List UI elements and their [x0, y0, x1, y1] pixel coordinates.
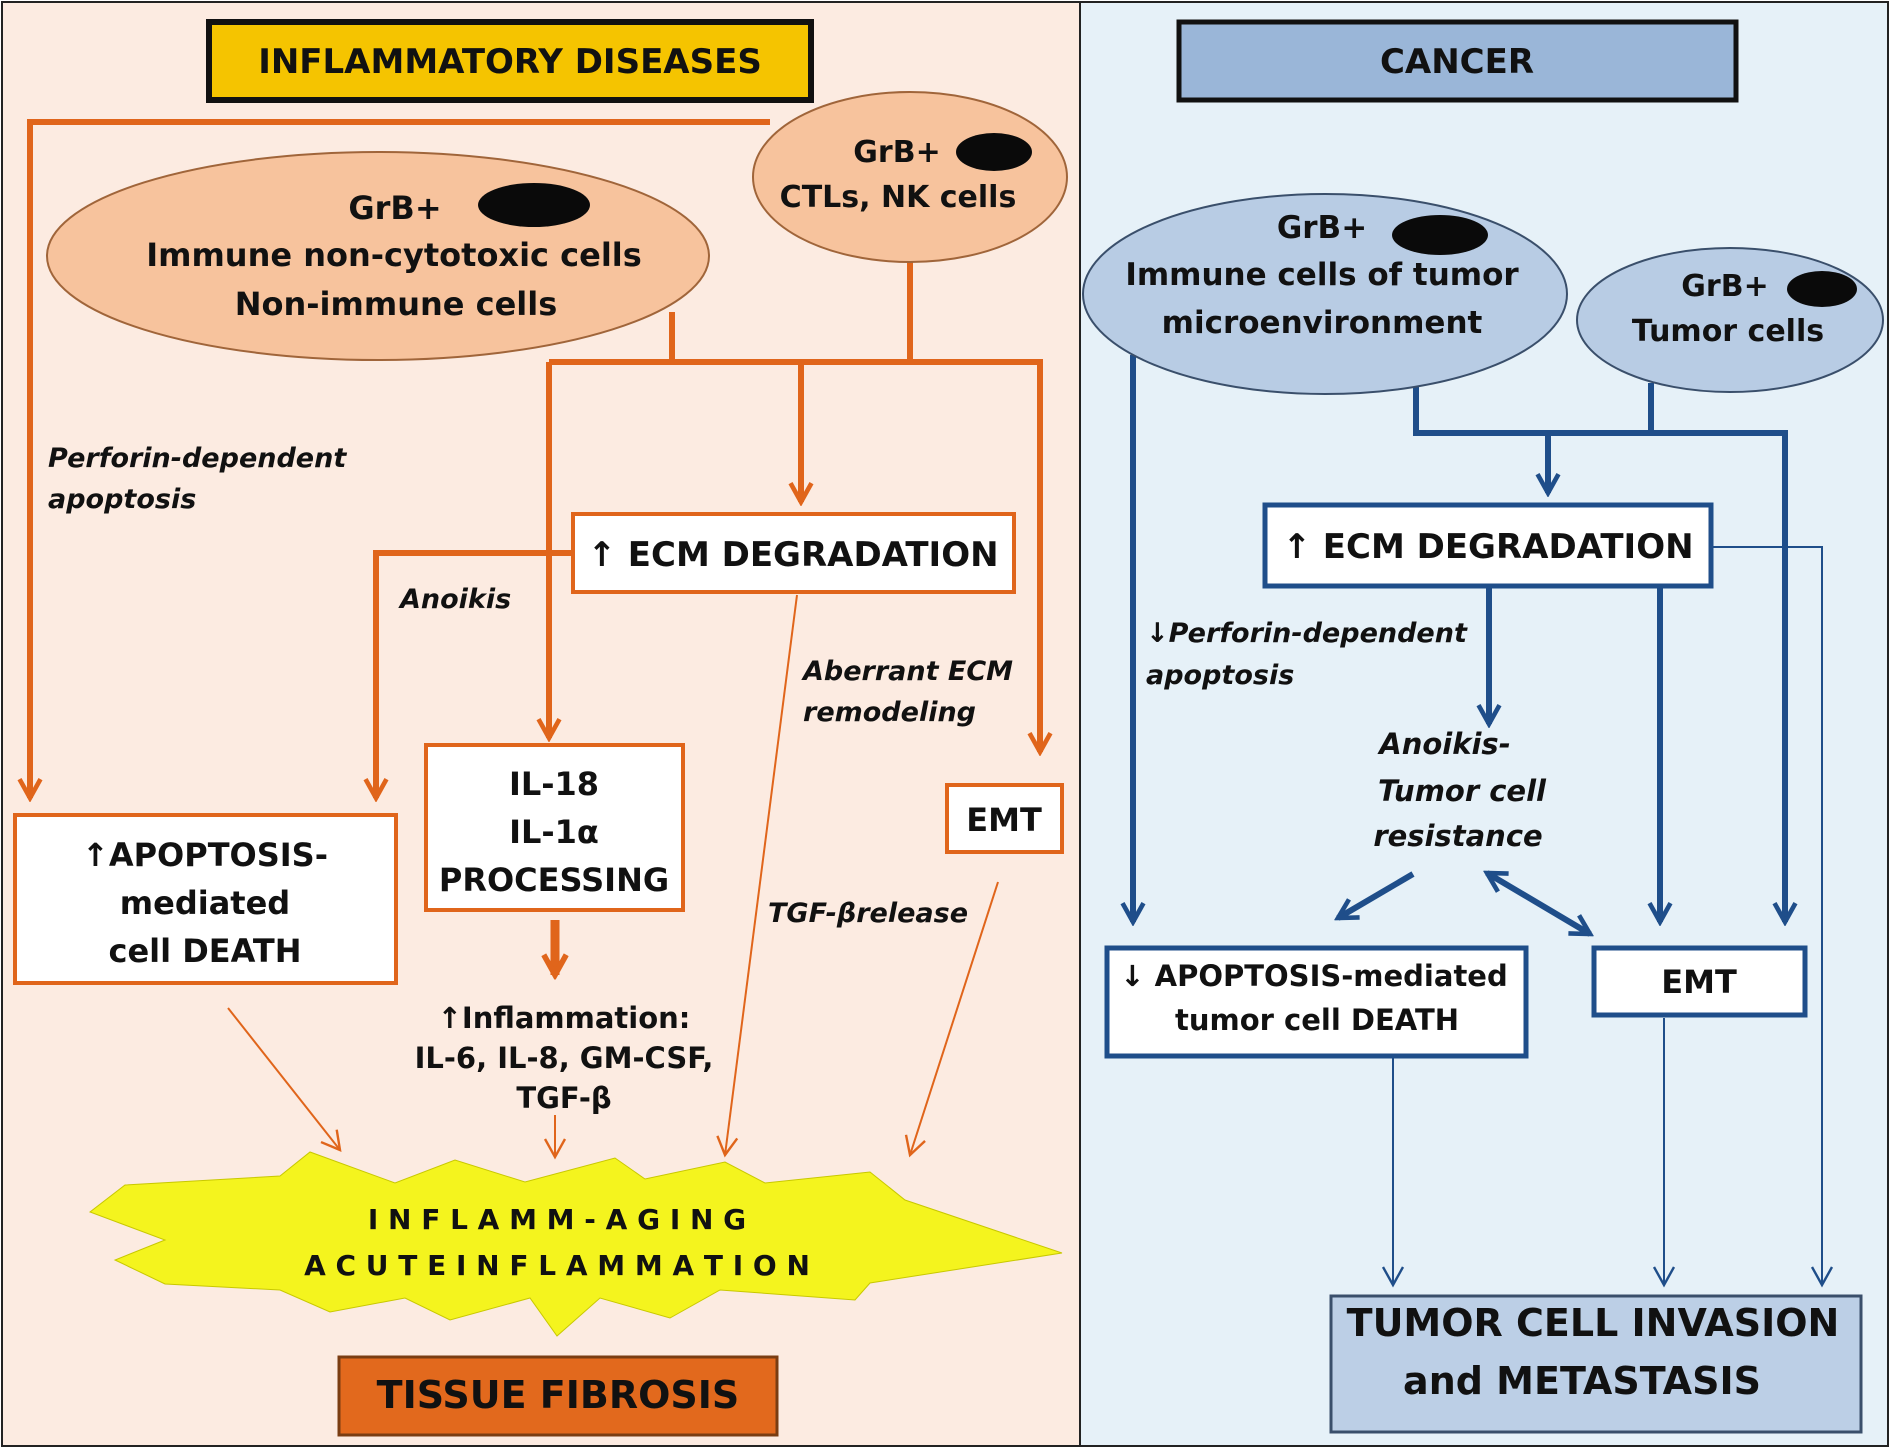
right-ecm-box — [1262, 502, 1714, 589]
tissue-fibrosis-box — [337, 1355, 779, 1437]
left-ecm-text: ↑ ECM DEGRADATION — [587, 535, 998, 575]
tumor-invasion-box — [1329, 1294, 1863, 1434]
left-big-line3: Non-immune cells — [235, 285, 558, 323]
left-perforin-label-1: Perforin-dependent — [48, 443, 347, 474]
right-anoikis-label-1: Anoikis- — [1377, 727, 1510, 761]
arrow-anoikis — [376, 550, 573, 798]
right-anoikis-label-2: Tumor cell — [1378, 774, 1547, 808]
inflammation-line1: ↑Inflammation: — [438, 1001, 691, 1035]
left-small-line1: GrB+ — [853, 135, 940, 170]
right-anoikis-label-3: resistance — [1373, 819, 1542, 853]
right-apoptosis-line1: ↓ APOPTOSIS-mediated — [1120, 959, 1507, 993]
right-title-box — [1176, 19, 1739, 103]
cell-nucleus-icon — [956, 133, 1032, 171]
left-apoptosis-line3: cell DEATH — [108, 932, 301, 970]
right-arrows — [1133, 355, 1785, 937]
right-big-line3: microenvironment — [1162, 305, 1483, 341]
cell-nucleus-icon — [1392, 215, 1488, 255]
tumor-invasion-line2: and METASTASIS — [1403, 1359, 1761, 1403]
right-perforin-label-1: ↓Perforin-dependent — [1146, 618, 1468, 649]
right-apoptosis-line2: tumor cell DEATH — [1175, 1003, 1459, 1037]
right-big-line1: GrB+ — [1277, 210, 1367, 246]
left-ecm-box — [571, 512, 1016, 594]
left-thin-arrows — [227, 594, 999, 1160]
left-perforin-label-2: apoptosis — [48, 484, 196, 515]
left-apoptosis-line2: mediated — [120, 884, 290, 922]
thin-arrow-emt — [904, 881, 999, 1158]
left-big-line2: Immune non-cytotoxic cells — [146, 236, 642, 274]
thin-arrow-apoptosis — [227, 1007, 342, 1152]
left-aberrant-label-2: remodeling — [803, 697, 976, 728]
right-perforin-label-2: apoptosis — [1146, 660, 1294, 691]
left-arrows — [30, 119, 1040, 975]
left-anoikis-label: Anoikis — [398, 584, 511, 615]
left-small-line2: CTLs, NK cells — [780, 180, 1017, 215]
right-title: CANCER — [1380, 42, 1534, 82]
right-thin-arrows — [1381, 546, 1834, 1288]
inflammation-line2: IL-6, IL-8, GM-CSF, — [415, 1041, 714, 1075]
arrow-to-emt — [549, 359, 1040, 752]
right-ecm-text: ↑ ECM DEGRADATION — [1282, 527, 1693, 567]
right-small-line1: GrB+ — [1681, 269, 1768, 304]
left-big-line1: GrB+ — [348, 189, 441, 227]
right-small-line2: Tumor cells — [1632, 314, 1824, 349]
left-il-line3: PROCESSING — [439, 861, 669, 899]
left-il-line2: IL-1α — [509, 813, 599, 851]
left-il-box — [424, 743, 685, 912]
right-big-line2: Immune cells of tumor — [1125, 257, 1519, 293]
arrow-anoikis-to-apoptosis — [1338, 871, 1415, 921]
starburst-line2: A C U T E I N F L A M M A T I O N — [304, 1249, 810, 1282]
starburst-line1: I N F L A M M - A G I N G — [368, 1203, 746, 1236]
left-aberrant-label-1: Aberrant ECM — [801, 656, 1013, 687]
tumor-invasion-line1: TUMOR CELL INVASION — [1347, 1301, 1840, 1345]
left-ellipse-small — [752, 91, 1068, 263]
right-apoptosis-box — [1104, 945, 1529, 1059]
left-emt-text: EMT — [966, 801, 1042, 839]
cell-nucleus-icon — [478, 183, 590, 227]
left-emt-box — [945, 783, 1064, 854]
arrow-anoikis-emt-bidirectional — [1487, 870, 1590, 937]
tissue-fibrosis-text: TISSUE FIBROSIS — [377, 1373, 740, 1417]
arrow-perforin — [30, 119, 770, 798]
left-tgf-label: TGF-βrelease — [768, 898, 968, 929]
thin-arrow-ecm-to-invasion — [1713, 546, 1834, 1288]
right-emt-text: EMT — [1661, 963, 1737, 1001]
inflammation-line3: TGF-β — [516, 1081, 611, 1115]
arrow-immune-to-emt — [1413, 385, 1785, 922]
inflamm-aging-starburst — [88, 1151, 1063, 1337]
right-emt-box — [1591, 945, 1808, 1018]
left-title: INFLAMMATORY DISEASES — [258, 42, 762, 82]
left-il-line1: IL-18 — [509, 765, 599, 803]
cell-nucleus-icon — [1787, 271, 1857, 307]
left-title-box — [206, 19, 814, 103]
left-apoptosis-box — [13, 813, 398, 985]
left-apoptosis-line1: ↑APOPTOSIS- — [82, 836, 328, 874]
thin-arrow-aberrant — [716, 594, 798, 1158]
